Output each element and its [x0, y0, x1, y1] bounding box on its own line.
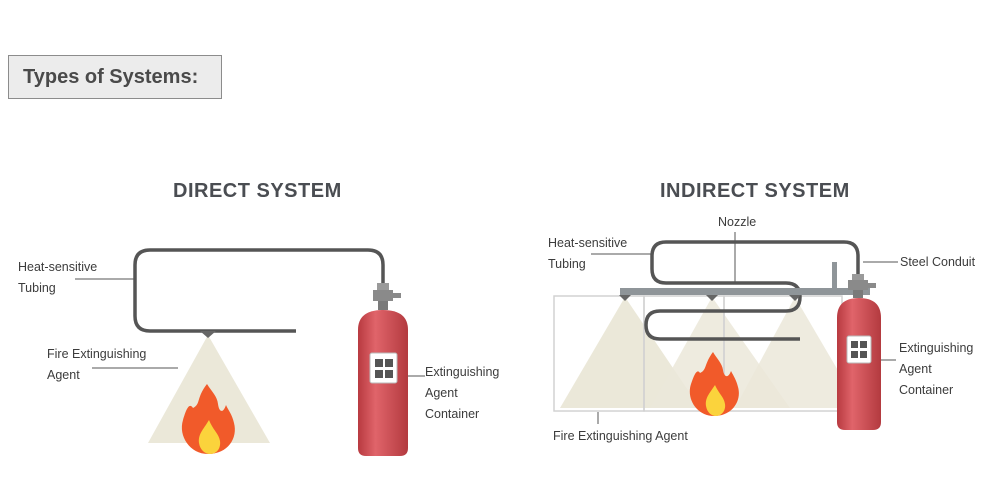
direct-tubing-label: Heat-sensitive Tubing: [18, 260, 98, 295]
direct-leader-lines: [75, 278, 425, 377]
indirect-conduit-label: Steel Conduit: [900, 255, 976, 269]
indirect-agent-container: [837, 274, 881, 430]
direct-container-label: Extinguishing Agent Container: [425, 365, 500, 421]
direct-agent-label: Fire Extinguishing Agent: [47, 347, 147, 382]
indirect-flame-icon: [689, 352, 739, 416]
direct-heat-sensitive-tubing: [133, 248, 385, 333]
indirect-leader-lines: [591, 232, 898, 424]
indirect-tubing-label: Heat-sensitive Tubing: [548, 236, 628, 271]
indirect-nozzles: [619, 295, 801, 301]
indirect-system-title: INDIRECT SYSTEM: [660, 180, 850, 202]
direct-agent-container: [358, 283, 408, 456]
indirect-container-label: Extinguishing Agent Container: [899, 341, 974, 397]
indirect-nozzle-label: Nozzle: [718, 215, 757, 229]
indirect-heat-sensitive-tubing: [644, 240, 860, 341]
indirect-steel-conduit: [620, 262, 870, 295]
indirect-agent-label: Fire Extinguishing Agent: [553, 429, 688, 443]
types-of-systems-label: Types of Systems:: [8, 55, 222, 99]
indirect-spray-cones: [560, 297, 860, 408]
direct-nozzle: [200, 331, 216, 338]
direct-system-title: DIRECT SYSTEM: [173, 180, 342, 202]
direct-flame-icon: [181, 384, 235, 454]
